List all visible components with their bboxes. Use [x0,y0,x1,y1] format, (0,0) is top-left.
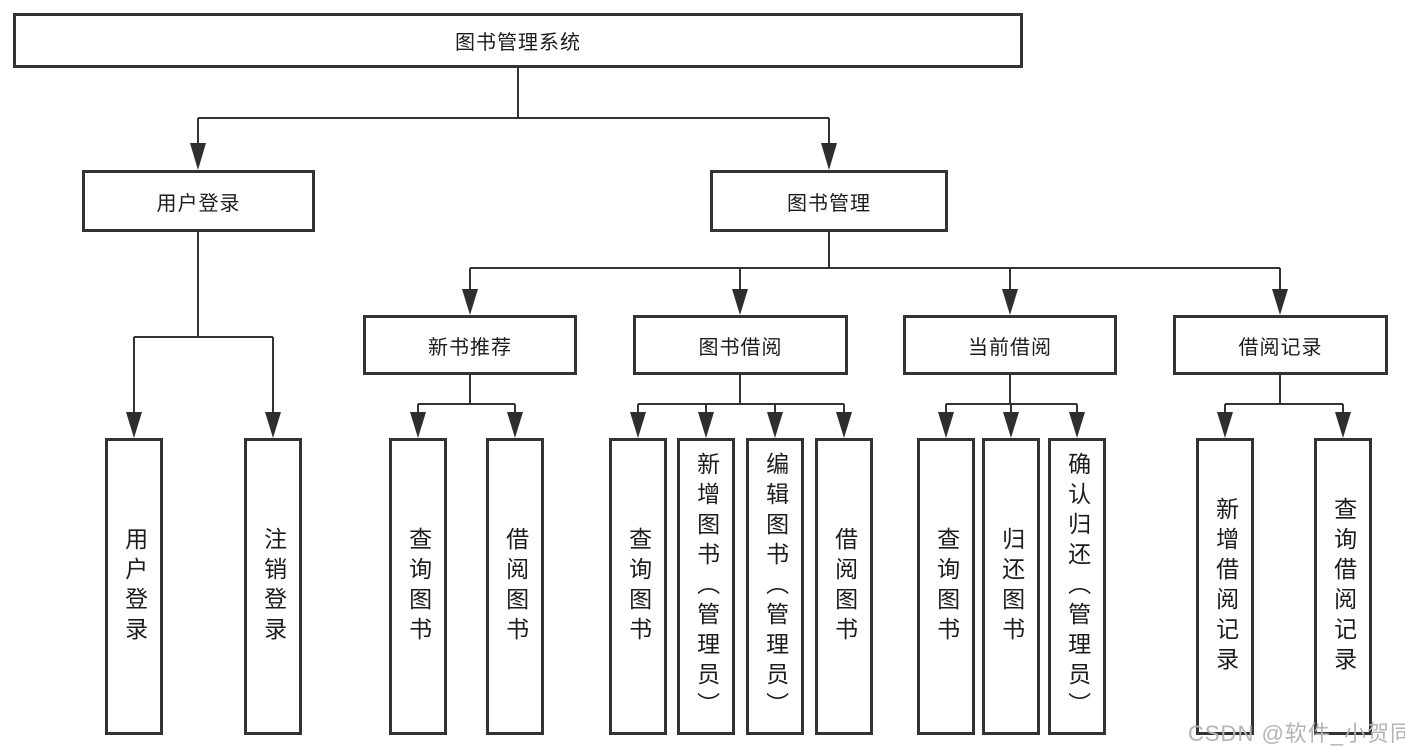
node-borrowing-records: 借阅记录 [1173,315,1388,375]
arrow-down-icon [1002,289,1018,315]
watermark: CSDN @软件_小贺同学 [1188,721,1405,746]
arrow-down-icon [410,412,426,438]
arrow-down-icon [630,412,646,438]
leaf-label: 新增借阅记录 [1212,496,1239,677]
node-label: 图书管理系统 [455,32,581,54]
leaf-label: 新增图书（管理员） [693,451,720,722]
node-book-borrowing: 图书借阅 [633,315,848,375]
arrow-down-icon [265,412,281,438]
leaf-add-borrow-record: 新增借阅记录 [1196,438,1254,735]
arrow-down-icon [507,412,523,438]
arrow-down-icon [938,412,954,438]
leaf-label: 查询图书 [405,526,432,647]
arrow-down-icon [836,412,852,438]
connector-paths [133,68,1344,413]
node-label: 图书借阅 [698,336,783,359]
leaf-return-books: 归还图书 [982,438,1040,735]
arrow-down-icon [821,143,837,170]
arrow-down-icon [1069,412,1085,438]
arrow-down-icon [698,412,714,438]
arrow-down-icon [190,143,206,170]
arrow-down-icon [1003,412,1019,438]
leaf-label: 确认归还（管理员） [1064,451,1091,722]
arrow-down-icon [1335,412,1351,438]
arrow-down-icon [462,289,478,315]
leaf-borrow-books-bb: 借阅图书 [815,438,873,735]
leaf-label: 用户登录 [121,526,148,647]
leaf-search-books-bb: 查询图书 [609,438,667,735]
leaf-confirm-return-admin: 确认归还（管理员） [1048,438,1106,735]
node-label: 用户登录 [156,192,241,215]
node-label: 新书推荐 [428,336,512,359]
arrow-down-icon [767,412,783,438]
leaf-borrow-books-nbr: 借阅图书 [486,438,544,735]
leaf-label: 查询图书 [625,526,652,647]
leaf-label: 编辑图书（管理员） [762,451,789,722]
arrow-down-icon [126,412,142,438]
node-current-borrowing: 当前借阅 [903,315,1117,375]
leaf-add-books-admin: 新增图书（管理员） [677,438,735,735]
arrow-down-icon [1272,289,1288,315]
node-new-book-recommendation: 新书推荐 [363,315,577,375]
node-user-login: 用户登录 [82,170,315,232]
leaf-label: 查询借阅记录 [1330,496,1357,677]
leaf-label: 归还图书 [998,526,1025,647]
leaf-label: 借阅图书 [502,526,529,647]
node-label: 图书管理 [787,192,871,215]
leaf-label: 注销登录 [260,526,287,647]
leaf-search-books-nbr: 查询图书 [389,438,447,735]
node-book-management: 图书管理 [710,170,948,232]
node-label: 借阅记录 [1238,336,1323,359]
leaf-search-borrow-record: 查询借阅记录 [1314,438,1372,735]
leaf-edit-books-admin: 编辑图书（管理员） [746,438,804,735]
arrow-down-icon [1217,412,1233,438]
leaf-logout: 注销登录 [244,438,302,735]
leaf-label: 借阅图书 [831,526,858,647]
arrowhead-icons [126,143,1351,438]
leaf-search-books-cb: 查询图书 [917,438,975,735]
arrow-down-icon [732,289,748,315]
node-label: 当前借阅 [968,336,1052,359]
node-library-management-system: 图书管理系统 [13,13,1023,68]
leaf-user-login: 用户登录 [105,438,163,735]
leaf-label: 查询图书 [933,526,960,647]
